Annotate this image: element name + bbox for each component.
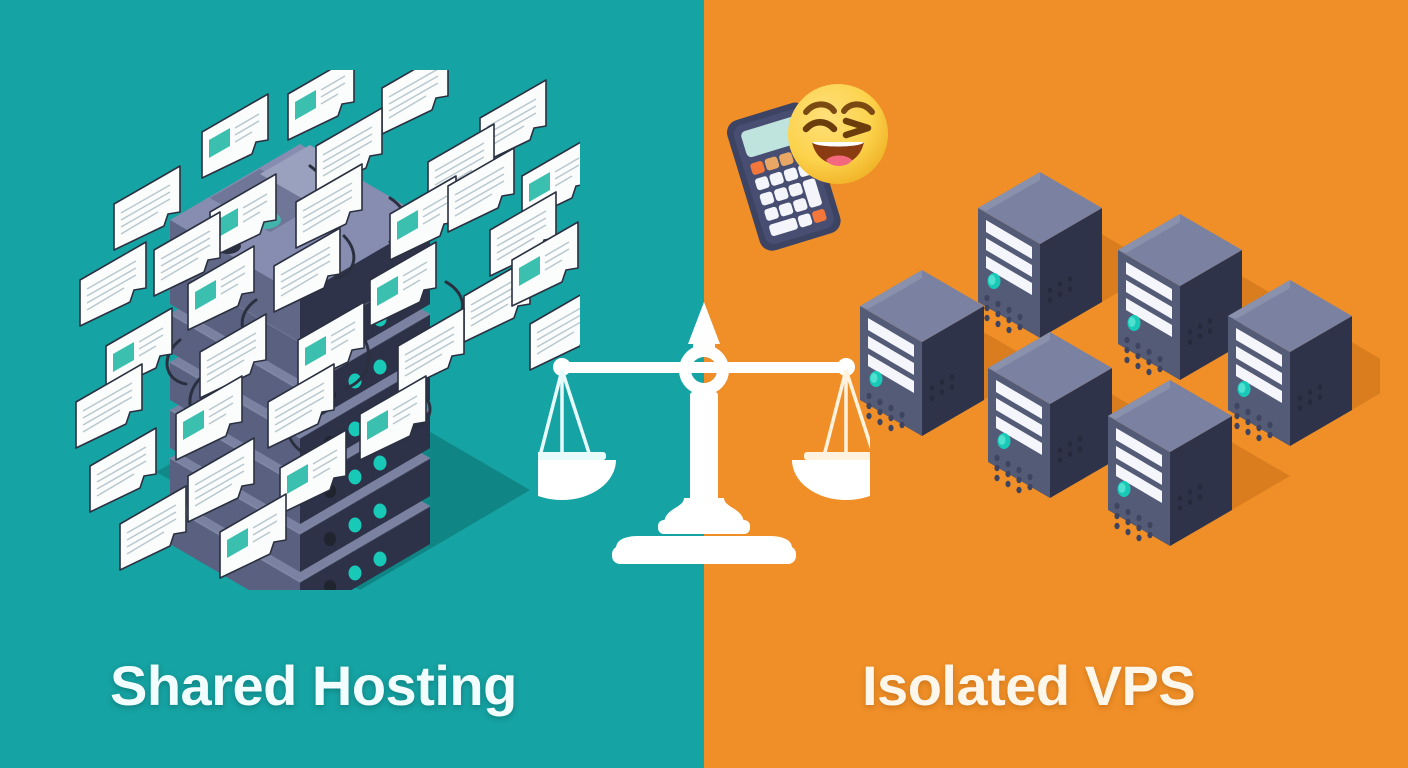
scale-pan-right <box>792 369 870 500</box>
scale-pan-left <box>538 369 616 500</box>
right-panel-caption: Isolated VPS <box>862 654 1196 717</box>
shared-hosting-server-stack <box>75 70 580 590</box>
left-panel-caption: Shared Hosting <box>110 654 517 717</box>
winking-face-emoji <box>788 84 888 184</box>
emoji-cluster <box>726 80 896 251</box>
isolated-vps-server-towers <box>860 172 1380 546</box>
balance-scale-icon <box>538 302 870 564</box>
server-tower <box>1228 280 1380 446</box>
